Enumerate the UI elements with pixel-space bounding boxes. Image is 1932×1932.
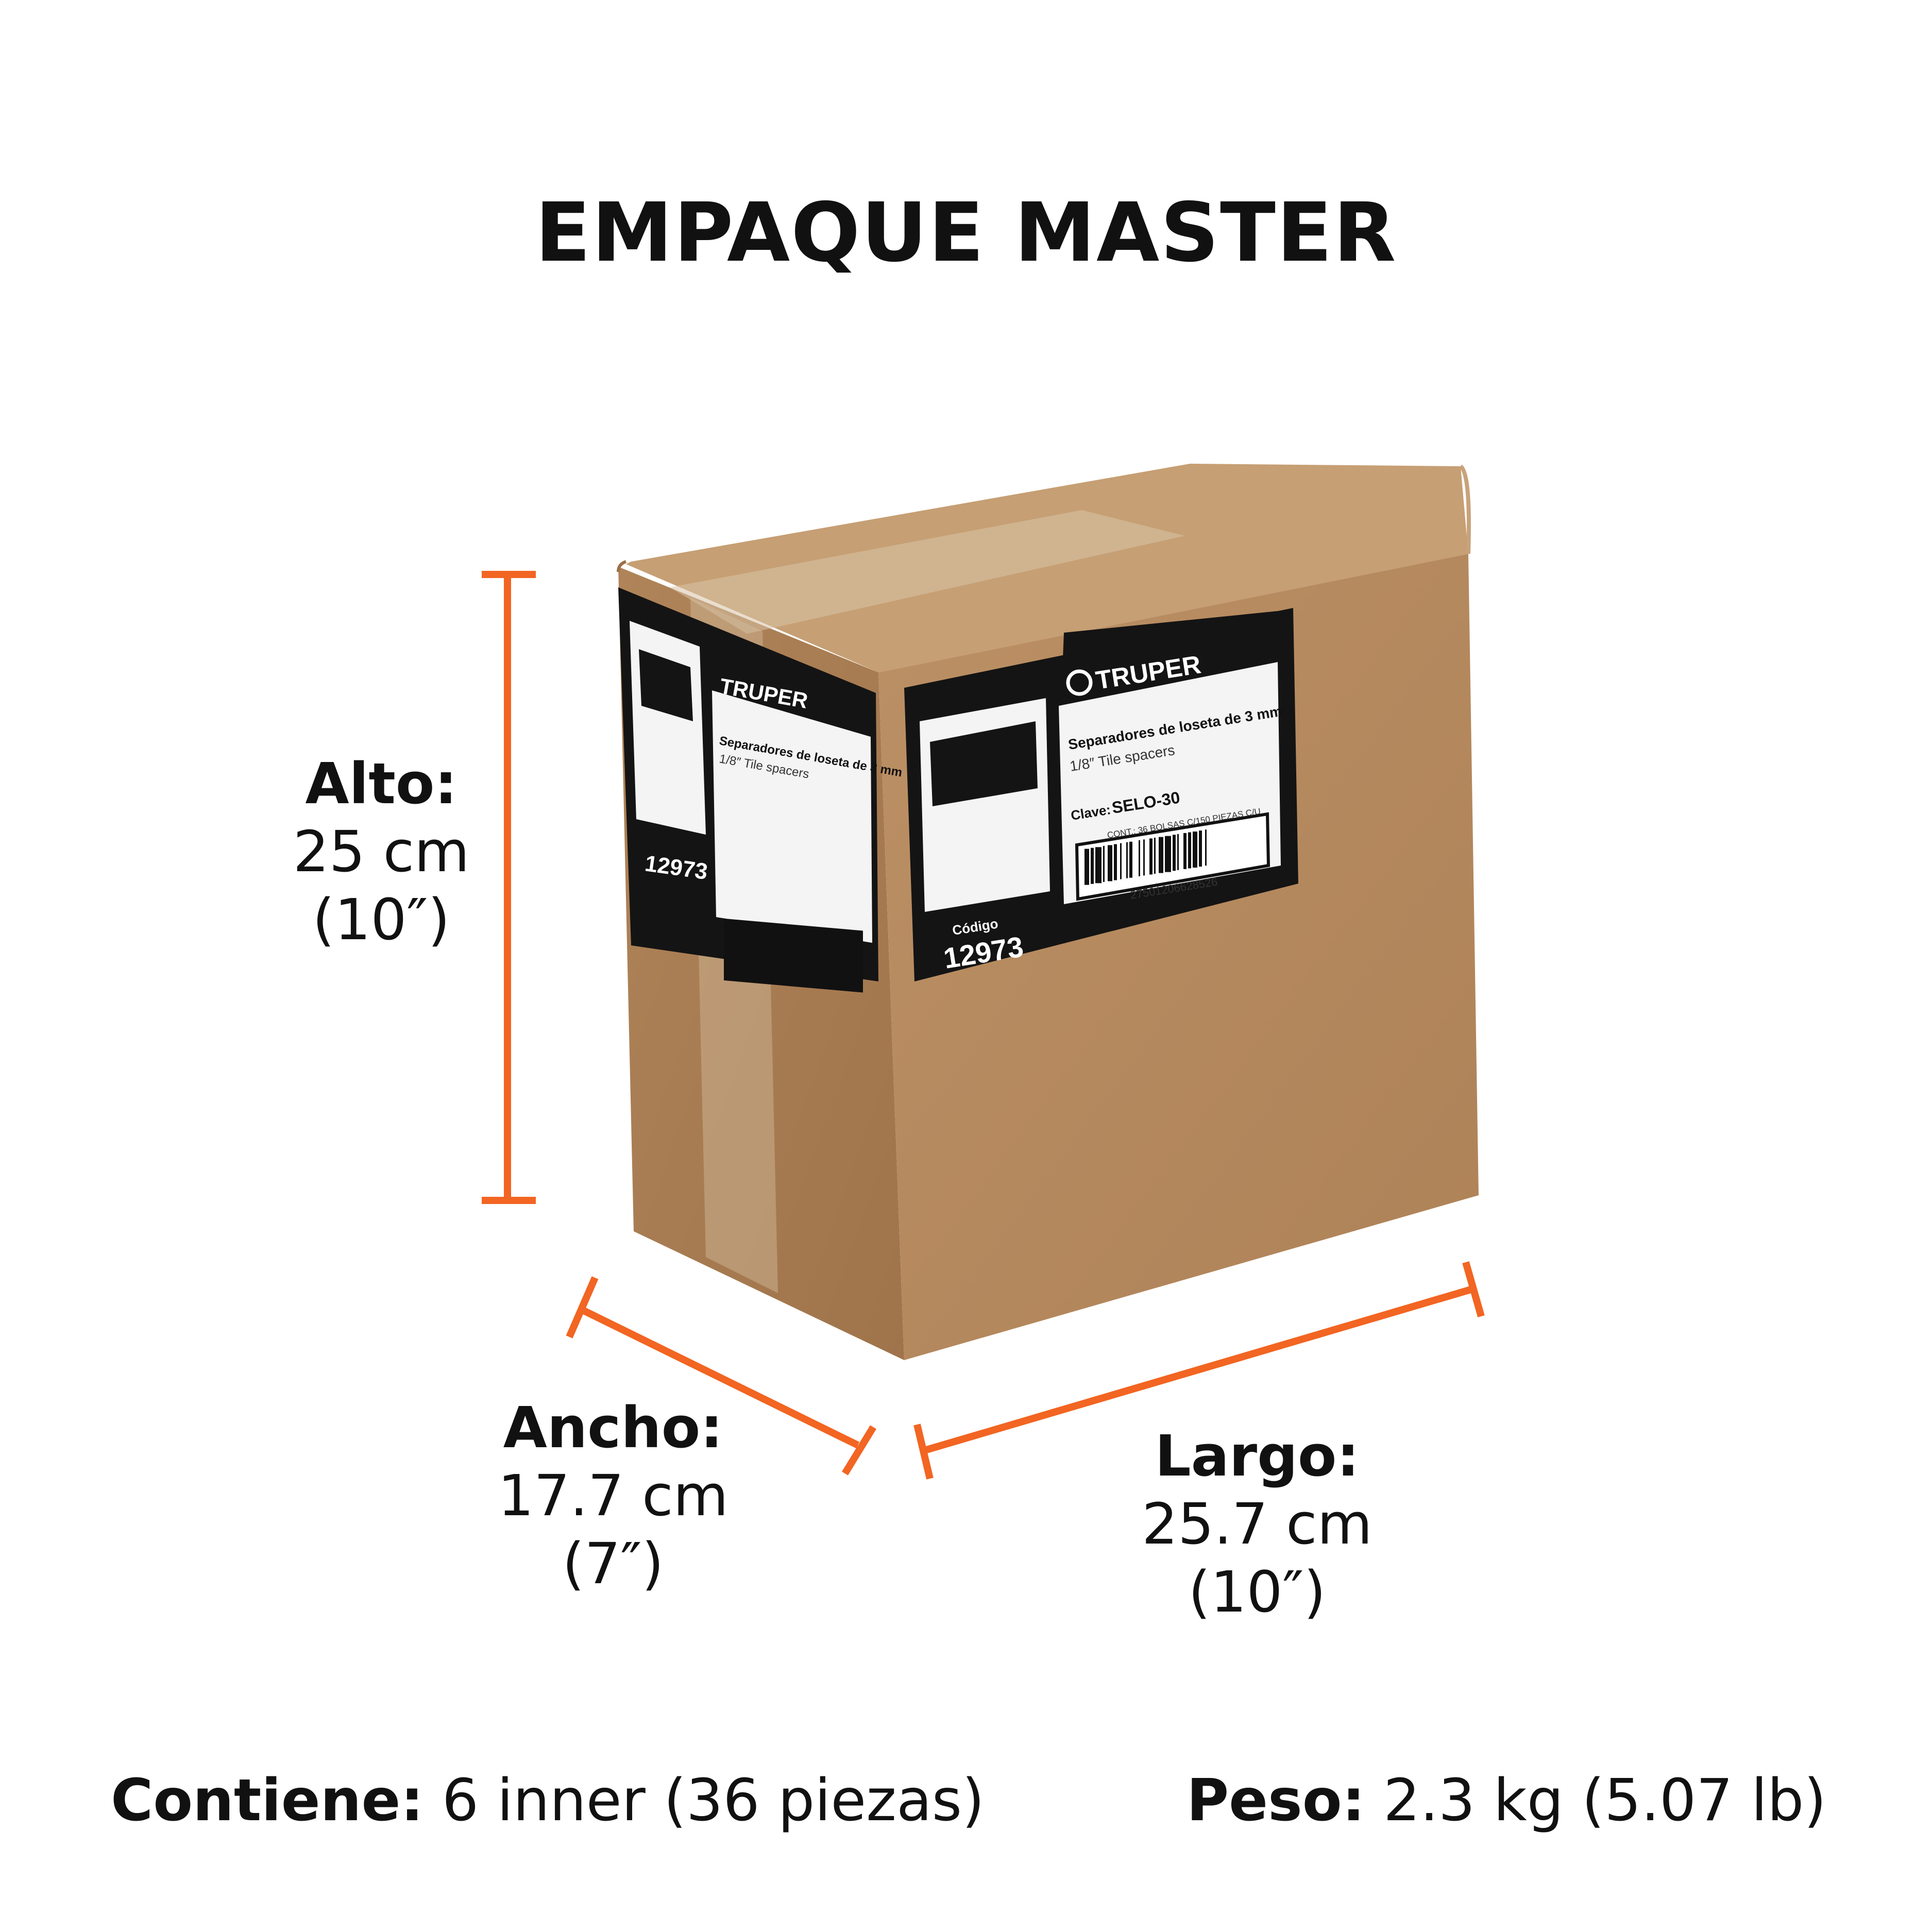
- barcode-bar: [1120, 843, 1122, 879]
- width-metric: 17.7 cm: [498, 1463, 728, 1529]
- weight-label: Peso:: [1187, 1767, 1365, 1834]
- height-metric: 25 cm: [293, 819, 470, 885]
- page-title: EMPAQUE MASTER: [535, 185, 1397, 280]
- barcode-bar: [1173, 835, 1176, 871]
- barcode-bar: [1114, 844, 1117, 880]
- barcode-bar: [1149, 838, 1153, 875]
- barcode-bar: [1126, 842, 1128, 878]
- barcode-bar: [1193, 832, 1197, 868]
- height-label: Alto:: [305, 751, 457, 817]
- barcode-bar: [1095, 847, 1101, 884]
- barcode-bar: [1188, 832, 1191, 869]
- weight-info: Peso: 2.3 kg (5.07 lb): [1187, 1767, 1826, 1834]
- barcode-bar: [1108, 845, 1112, 882]
- truper-logo-icon: [1066, 669, 1093, 696]
- length-dimension-marker: [913, 1261, 1485, 1480]
- side-barcode: [724, 918, 863, 993]
- barcode-bar: [1154, 838, 1156, 874]
- barcode-bar: [1103, 845, 1105, 882]
- box-top-face: [626, 464, 1468, 672]
- barcode-bar: [1177, 834, 1179, 870]
- length-imperial: (10″): [1188, 1559, 1326, 1625]
- packing-tape-top: [670, 510, 1185, 634]
- contents-info: Contiene: 6 inner (36 piezas): [111, 1767, 985, 1834]
- width-imperial: (7″): [562, 1531, 664, 1597]
- front-barcode: [1075, 812, 1270, 901]
- barcode-bar: [1183, 833, 1187, 869]
- weight-value: 2.3 kg (5.07 lb): [1383, 1767, 1826, 1834]
- barcode-bar: [1199, 831, 1202, 867]
- contents-value: 6 inner (36 piezas): [442, 1767, 985, 1834]
- width-label: Ancho:: [503, 1395, 723, 1461]
- barcode-bar: [1091, 848, 1094, 884]
- contents-label: Contiene:: [111, 1767, 424, 1834]
- length-metric: 25.7 cm: [1142, 1491, 1372, 1557]
- barcode-bar: [1205, 829, 1207, 866]
- height-dimension-label: Alto: 25 cm (10″): [268, 750, 495, 954]
- side-label: TRUPER Separadores de loseta de 3 mm 1/8…: [618, 587, 903, 993]
- length-dimension-label: Largo: 25.7 cm (10″): [1118, 1422, 1396, 1626]
- front-label: TRUPER Separadores de loseta de 3 mm 1/8…: [904, 608, 1298, 981]
- height-imperial: (10″): [312, 887, 450, 953]
- barcode-bar: [1139, 840, 1140, 876]
- barcode-bar: [1159, 837, 1163, 873]
- barcode-bar: [1143, 839, 1145, 876]
- width-dimension-marker: [566, 1276, 876, 1476]
- barcode-bar: [1165, 836, 1171, 872]
- width-dimension-label: Ancho: 17.7 cm (7″): [484, 1394, 742, 1598]
- barcode-bar: [1084, 849, 1089, 885]
- barcode-bar: [1129, 841, 1132, 878]
- height-dimension-marker: [482, 571, 536, 1204]
- length-label: Largo:: [1155, 1423, 1360, 1489]
